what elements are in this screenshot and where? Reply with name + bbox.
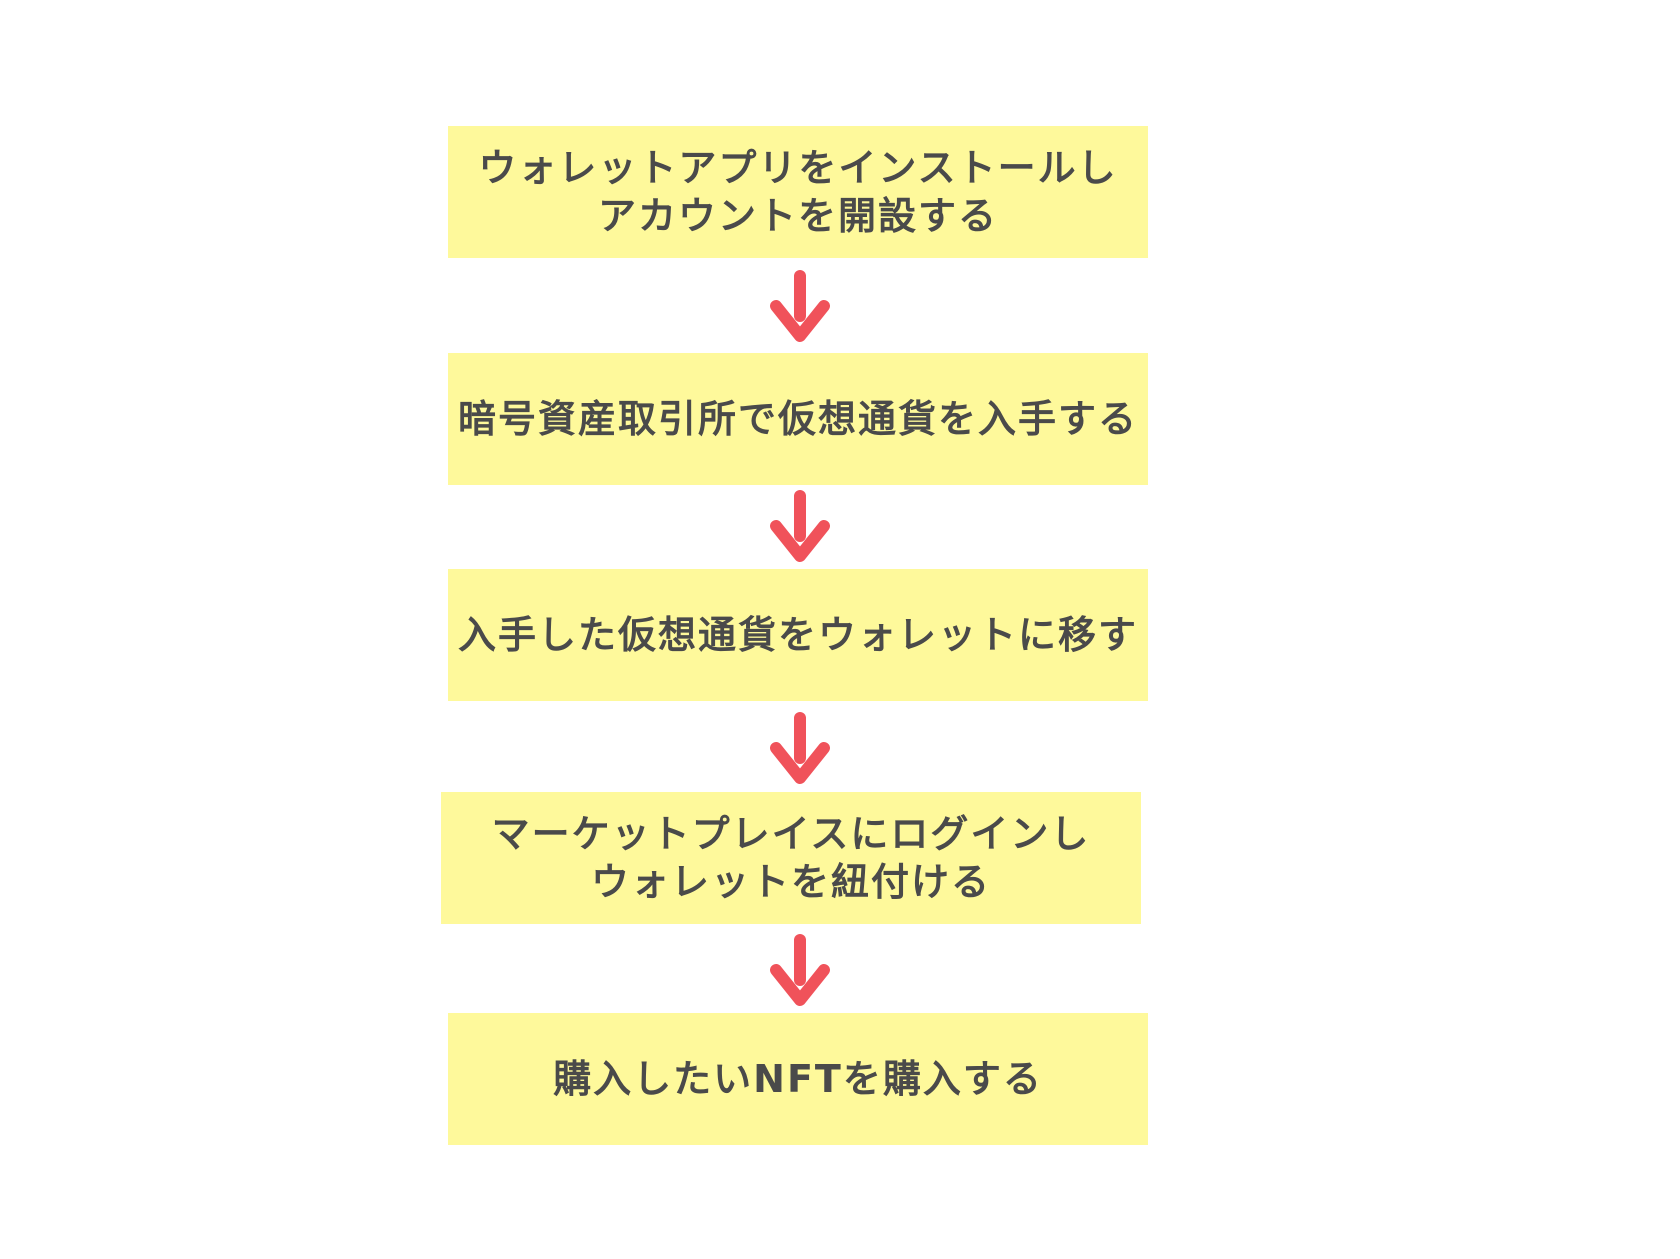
step-text-5: 購入したいNFTを購入する (553, 1057, 1043, 1101)
step-box-4: マーケットプレイスにログインし ウォレットを紐付ける (441, 792, 1141, 924)
step-box-1: ウォレットアプリをインストールし アカウントを開設する (448, 126, 1148, 258)
step-text-4: マーケットプレイスにログインし ウォレットを紐付ける (491, 812, 1091, 904)
down-arrow-icon (770, 934, 830, 1006)
step-text-3: 入手した仮想通貨をウォレットに移す (458, 613, 1139, 657)
down-arrow-icon (770, 490, 830, 562)
step-box-3: 入手した仮想通貨をウォレットに移す (448, 569, 1148, 701)
step-box-2: 暗号資産取引所で仮想通貨を入手する (448, 353, 1148, 485)
step-box-5: 購入したいNFTを購入する (448, 1013, 1148, 1145)
step-text-1: ウォレットアプリをインストールし アカウントを開設する (478, 146, 1118, 238)
down-arrow-icon (770, 712, 830, 784)
step-text-2: 暗号資産取引所で仮想通貨を入手する (458, 397, 1139, 441)
down-arrow-icon (770, 270, 830, 342)
